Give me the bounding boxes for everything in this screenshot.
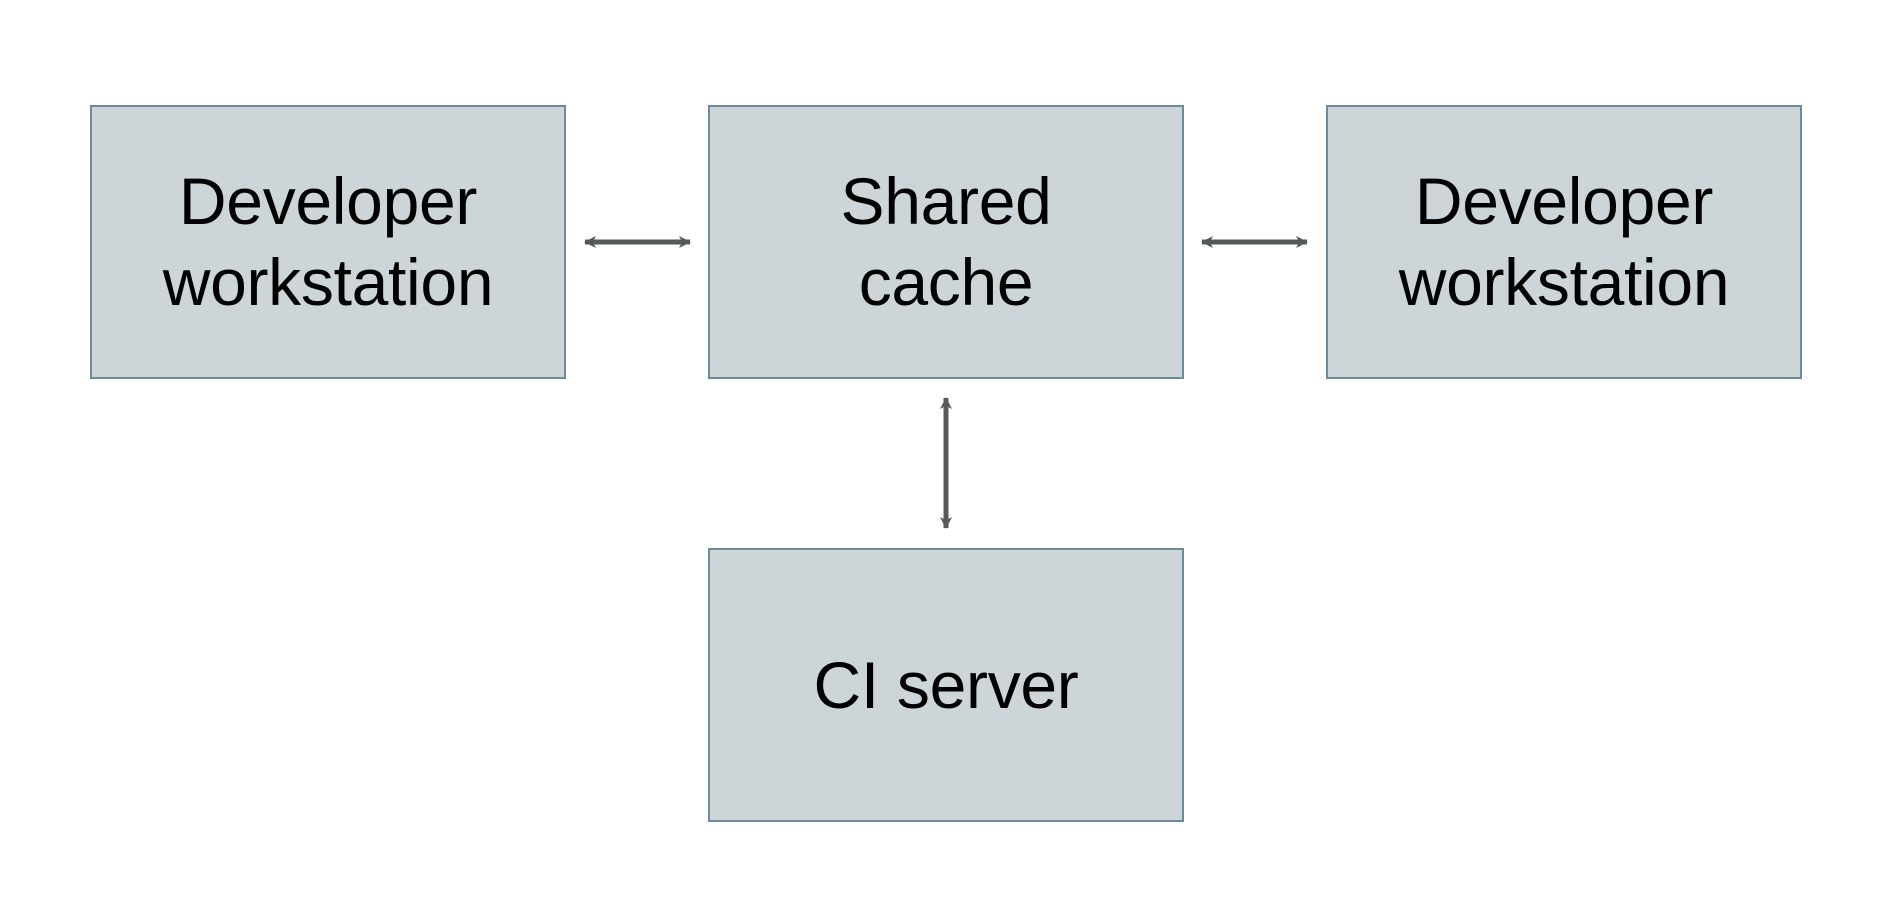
node-label: CI server — [813, 647, 1079, 722]
node-shared-cache[interactable]: Shared cache — [708, 105, 1184, 379]
node-label: Shared cache — [840, 164, 1052, 319]
node-label: Developer workstation — [162, 164, 494, 319]
node-developer-workstation-right[interactable]: Developer workstation — [1326, 105, 1802, 379]
node-developer-workstation-left[interactable]: Developer workstation — [90, 105, 566, 379]
node-label: Developer workstation — [1398, 164, 1730, 319]
node-ci-server[interactable]: CI server — [708, 548, 1184, 822]
